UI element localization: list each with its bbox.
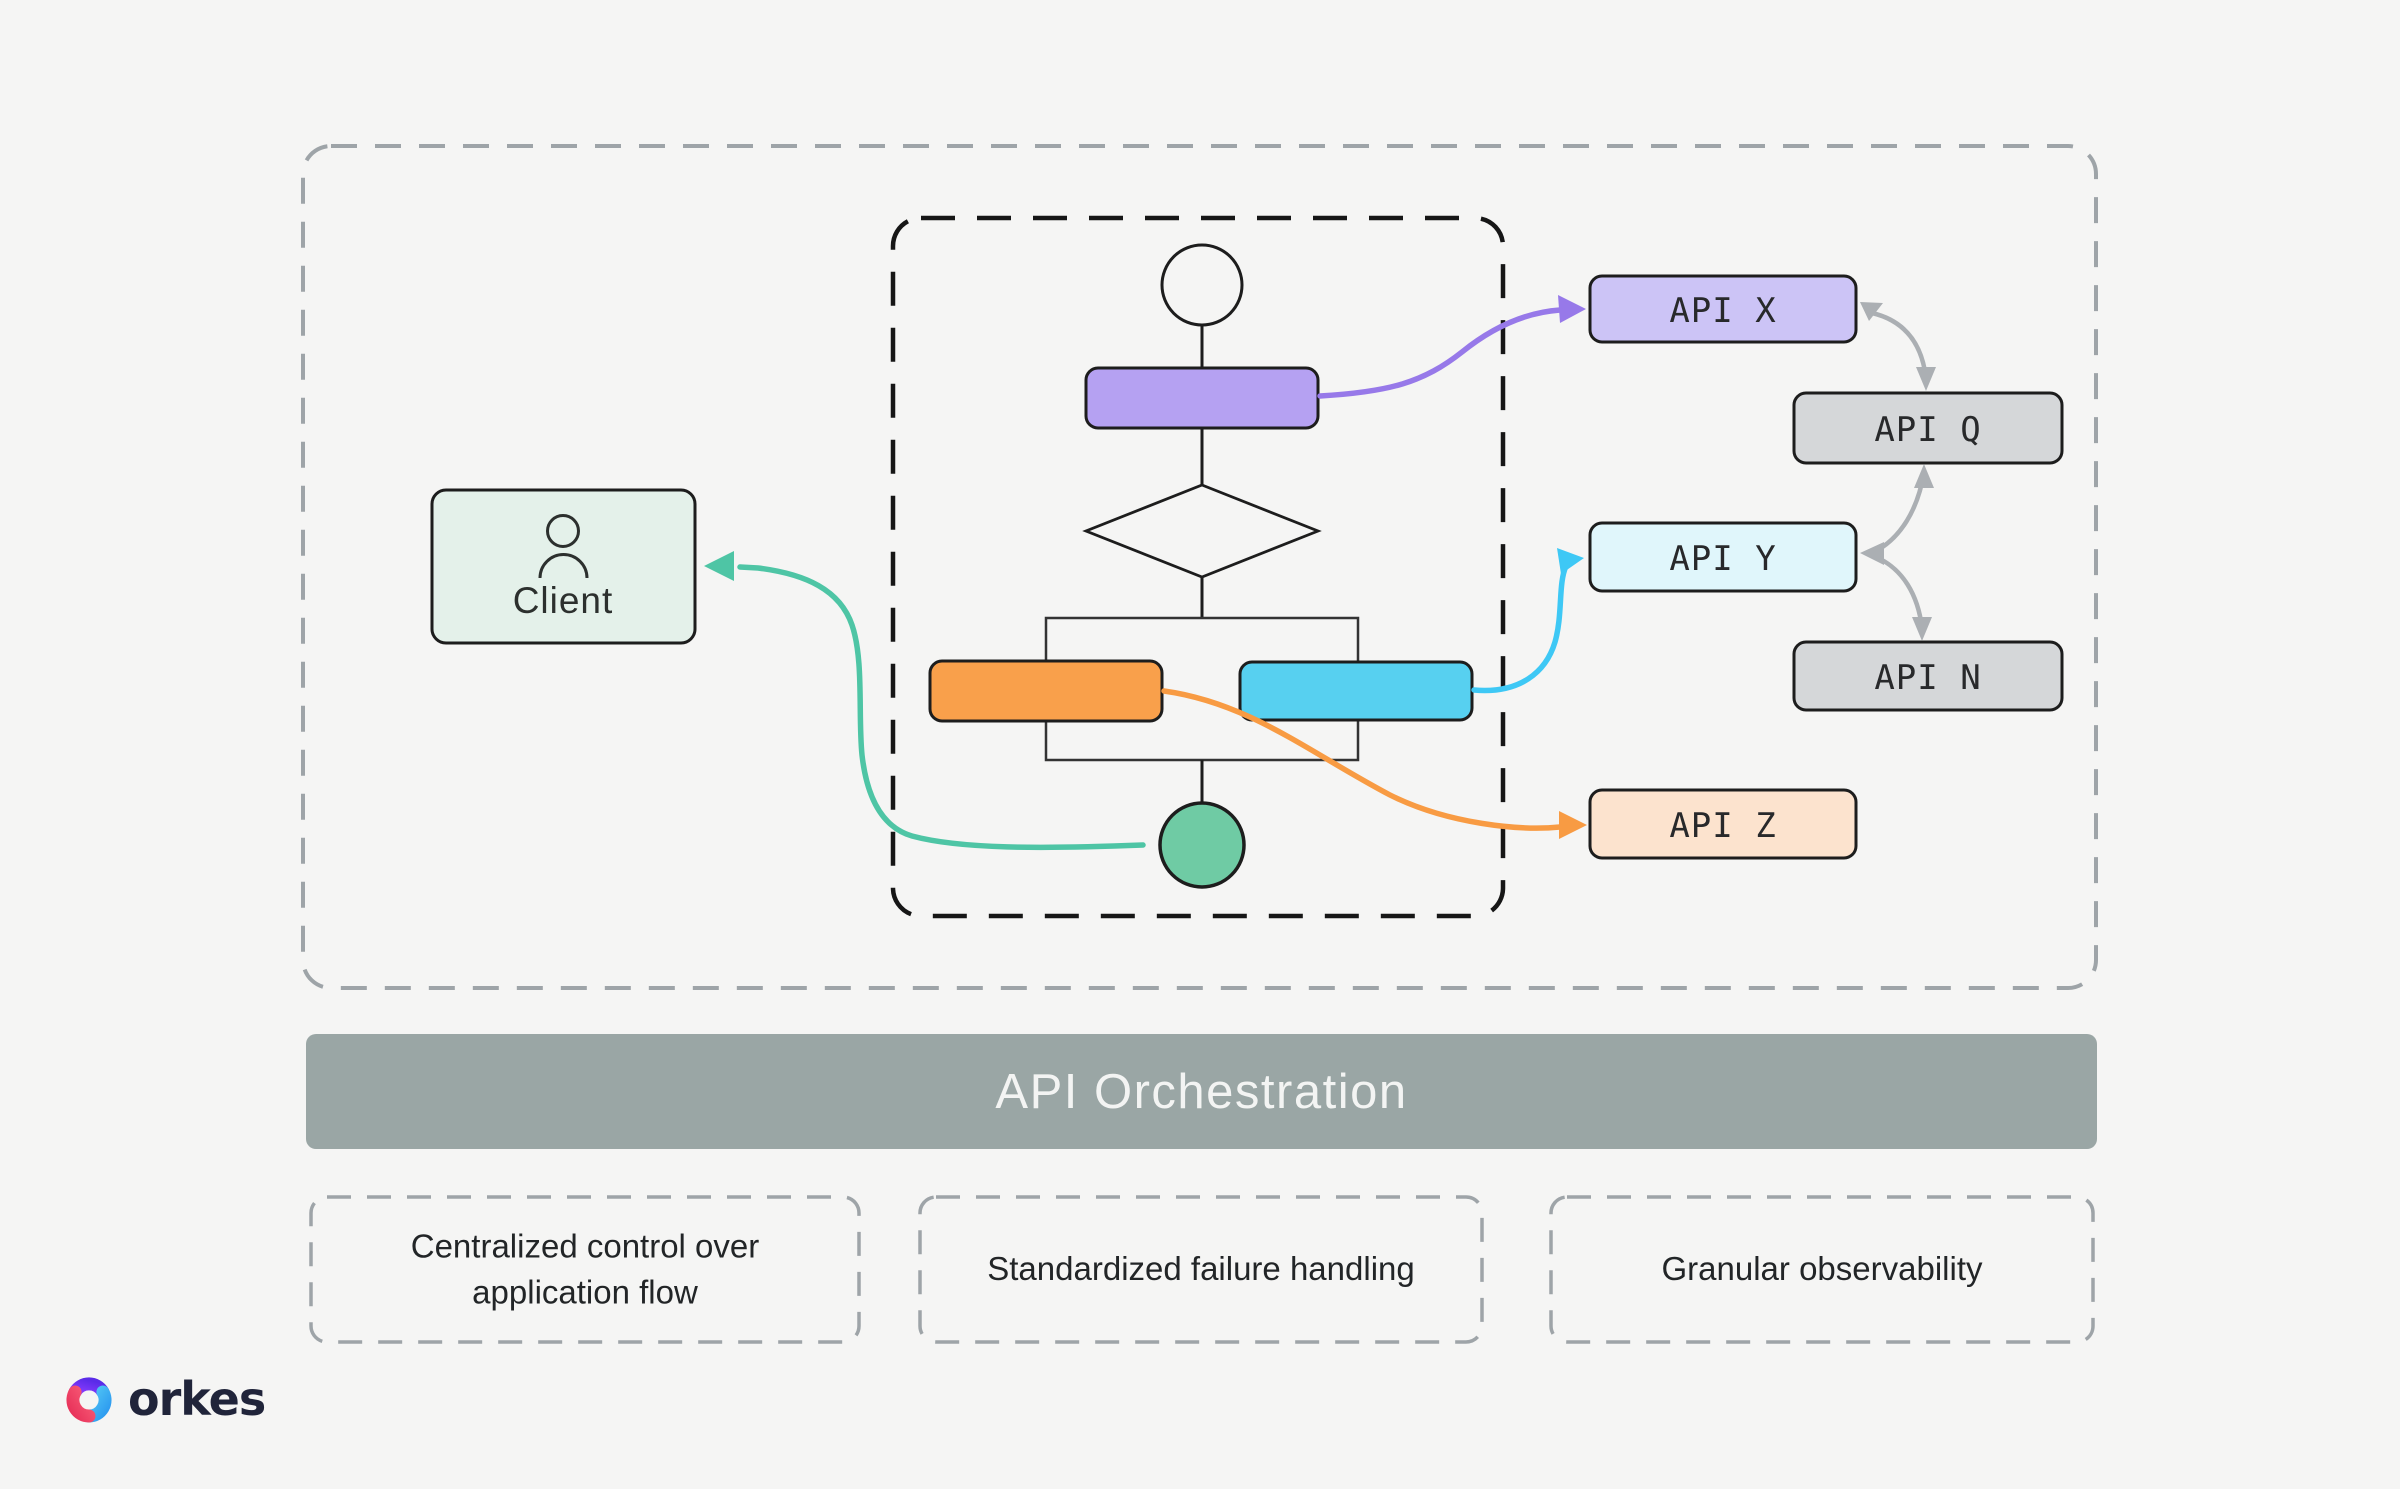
orkes-logo-icon <box>66 1377 112 1423</box>
benefit-label-3: Granular observability <box>1661 1250 1983 1288</box>
arrowhead <box>1916 367 1936 391</box>
benefit-box-1 <box>309 1195 861 1344</box>
api-q-label: API Q <box>1874 410 1982 450</box>
arrowhead <box>1559 811 1587 839</box>
banner-title: API Orchestration <box>995 1064 1408 1119</box>
arrowhead <box>1860 302 1883 321</box>
decision-diamond <box>1082 483 1322 579</box>
client-box <box>430 488 697 645</box>
api-q-box <box>1792 391 2064 465</box>
api-x-label: API X <box>1669 291 1777 331</box>
arrow-orange <box>1161 688 1587 839</box>
benefit-label-1: Centralized control over application flo… <box>410 1227 760 1310</box>
task-orange <box>928 659 1164 723</box>
arrowhead <box>1557 548 1584 574</box>
arrowhead <box>1914 464 1934 488</box>
api-n-label: API N <box>1874 658 1982 698</box>
arrowhead <box>704 551 734 581</box>
api-x-box <box>1588 274 1858 344</box>
arrow-gray-apiy-apin <box>1873 554 1932 641</box>
api-y-label: API Y <box>1669 539 1777 579</box>
api-z-box <box>1588 788 1858 860</box>
arrow-gray-apix-apiq <box>1860 302 1936 391</box>
task-purple <box>1084 366 1320 430</box>
arrowhead <box>1912 617 1932 641</box>
benefit-box-2 <box>918 1195 1484 1344</box>
person-icon <box>538 514 589 579</box>
outer-dashed-container <box>301 144 2098 990</box>
workflow-dashed-container <box>890 215 1506 919</box>
arrowhead <box>1558 295 1586 323</box>
api-y-box <box>1588 521 1858 593</box>
api-n-box <box>1792 640 2064 712</box>
benefit-box-3 <box>1549 1195 2095 1344</box>
client-label: Client <box>512 580 614 621</box>
api-z-label: API Z <box>1669 806 1777 846</box>
arrow-cyan <box>1471 548 1584 694</box>
task-cyan <box>1238 660 1474 722</box>
arrow-teal <box>704 551 1146 851</box>
orkes-logo: orkes <box>62 1372 266 1426</box>
arrow-purple <box>1317 295 1586 399</box>
start-node <box>1160 243 1244 327</box>
arrow-gray-apiq-apiy <box>1860 464 1934 565</box>
api-orchestration-banner: API Orchestration <box>306 1034 2097 1149</box>
orkes-logo-text: orkes <box>128 1372 266 1426</box>
benefit-label-2: Standardized failure handling <box>987 1250 1415 1288</box>
end-node <box>1158 801 1246 889</box>
